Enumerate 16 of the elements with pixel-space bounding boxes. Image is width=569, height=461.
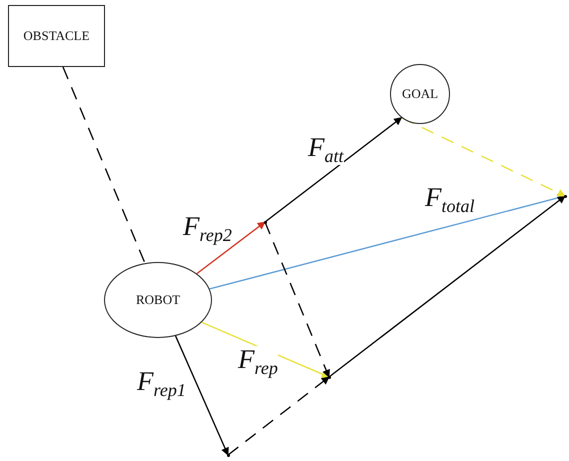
arrow: [328, 195, 566, 378]
arrow: [174, 336, 229, 456]
node-label: ROBOT: [136, 292, 180, 308]
junction-point: [328, 376, 330, 378]
node-label: GOAL: [402, 86, 438, 102]
junction-point: [264, 220, 266, 224]
junction-point: [564, 194, 566, 198]
dashed-arrow: [228, 376, 330, 456]
arrow: [264, 117, 402, 223]
node-label: OBSTACLE: [23, 28, 90, 44]
force-label: F$_{rep}$: [238, 346, 278, 377]
arrow: [196, 221, 266, 274]
junction-point: [226, 454, 230, 456]
dashed-arrow: [264, 222, 330, 378]
obstacle-box: [8, 5, 105, 67]
dashed-arrow: [402, 117, 566, 197]
